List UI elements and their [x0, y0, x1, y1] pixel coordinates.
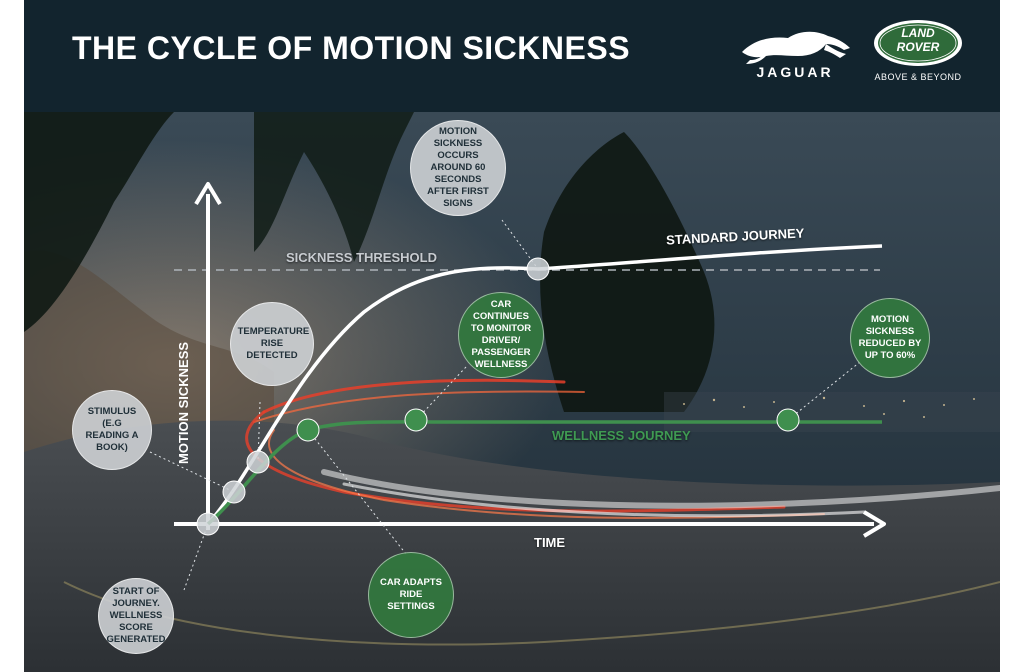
landrover-line-1: LAND — [901, 26, 935, 40]
tree-silhouette-right — [540, 132, 715, 412]
callout-car-adapts: CAR ADAPTS RIDE SETTINGS — [368, 552, 454, 638]
y-axis-arrow-icon — [194, 182, 222, 206]
callout-motion-sickness-occurs: MOTION SICKNESS OCCURS AROUND 60 SECONDS… — [410, 120, 506, 216]
callout-stimulus-text: STIMULUS (E.G READING A BOOK) — [85, 406, 139, 453]
road-surface — [24, 420, 1000, 672]
city-lights — [683, 396, 975, 418]
landrover-wordmark: LAND ROVER — [870, 26, 966, 54]
journey-markers — [196, 257, 800, 536]
callout-monitor-text: CAR CONTINUES TO MONITOR DRIVER/ PASSENG… — [470, 299, 532, 370]
light-trails — [245, 378, 1000, 519]
callout-leaders — [149, 219, 861, 591]
chart-overlay — [149, 182, 886, 591]
header-bar: THE CYCLE OF MOTION SICKNESS JAGUAR LAND… — [24, 0, 1000, 112]
callout-start-text: START OF JOURNEY. WELLNESS SCORE GENERAT… — [106, 586, 166, 645]
standard-journey-line — [206, 244, 883, 526]
x-axis-arrow-icon — [862, 510, 886, 538]
callout-car-monitors: CAR CONTINUES TO MONITOR DRIVER/ PASSENG… — [458, 292, 544, 378]
wellness-journey-label: WELLNESS JOURNEY — [552, 428, 691, 443]
road-edge-line — [63, 581, 1000, 646]
landrover-tagline: ABOVE & BEYOND — [874, 72, 962, 82]
callout-reduced-text: MOTION SICKNESS REDUCED BY UP TO 60% — [858, 314, 922, 361]
page-title: THE CYCLE OF MOTION SICKNESS — [72, 30, 631, 66]
callout-adapts-text: CAR ADAPTS RIDE SETTINGS — [380, 577, 442, 612]
y-axis-label: MOTION SICKNESS — [176, 341, 191, 464]
jaguar-leaper-icon — [742, 31, 850, 64]
jaguar-wordmark: JAGUAR — [756, 64, 834, 80]
city-lights-band — [664, 392, 1000, 432]
infographic-frame: THE CYCLE OF MOTION SICKNESS JAGUAR LAND… — [24, 0, 1000, 672]
callout-sickness-reduced: MOTION SICKNESS REDUCED BY UP TO 60% — [850, 298, 930, 378]
callout-temperature-rise: TEMPERATURE RISE DETECTED — [230, 302, 314, 386]
landrover-oval-icon — [874, 20, 962, 66]
callout-start-of-journey: START OF JOURNEY. WELLNESS SCORE GENERAT… — [98, 578, 174, 654]
landrover-line-2: ROVER — [896, 40, 940, 54]
callout-motion-occurs-text: MOTION SICKNESS OCCURS AROUND 60 SECONDS… — [427, 126, 489, 209]
callout-temperature-text: TEMPERATURE RISE DETECTED — [237, 326, 310, 361]
callout-stimulus: STIMULUS (E.G READING A BOOK) — [72, 390, 152, 470]
tree-silhouette-left — [24, 112, 174, 332]
x-axis-label: TIME — [534, 535, 566, 550]
diagram-scene: SICKNESS THRESHOLD STANDARD JOURNEY WELL… — [24, 112, 1000, 672]
tree-silhouette-mid — [254, 112, 414, 262]
sickness-threshold-label: SICKNESS THRESHOLD — [286, 250, 437, 265]
